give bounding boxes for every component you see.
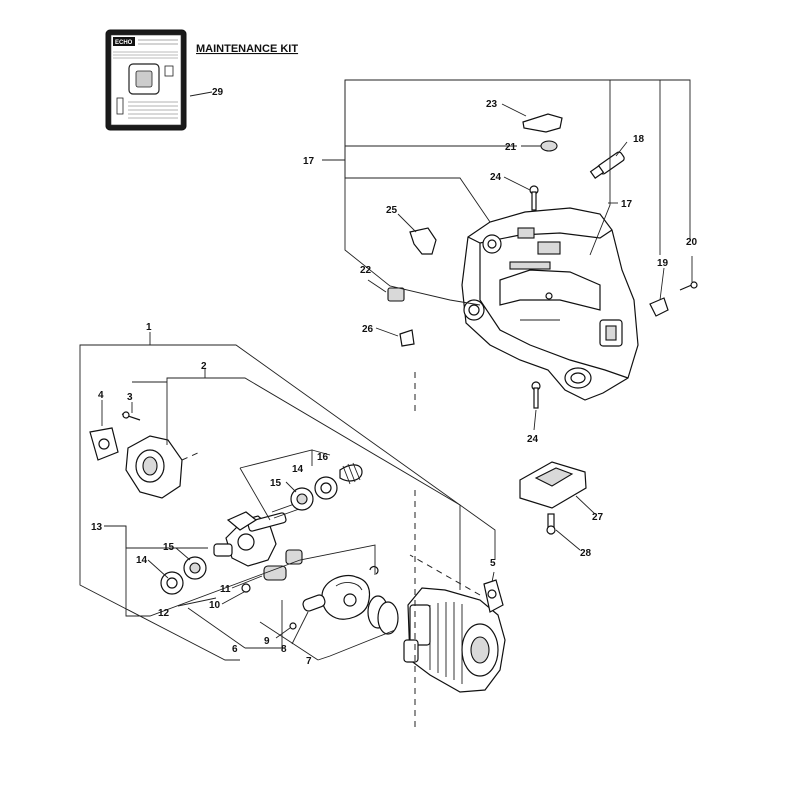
callout-11: 11: [220, 584, 231, 595]
callout-2: 2: [201, 361, 207, 372]
callout-17-right: 17: [621, 199, 633, 210]
bearing-right: [290, 487, 314, 511]
callout-25: 25: [386, 205, 398, 216]
callout-6: 6: [232, 644, 238, 655]
callout-28: 28: [580, 548, 592, 559]
piston: [321, 575, 371, 620]
callout-3: 3: [127, 392, 133, 403]
screw-24-top: [529, 185, 539, 211]
callout-18: 18: [633, 134, 645, 145]
fuel-filter-icon: [164, 65, 174, 77]
echo-logo: [113, 37, 135, 46]
echo-logo-text: ECHO: [115, 40, 133, 46]
callout-19: 19: [657, 258, 669, 269]
callout-1: 1: [146, 322, 152, 333]
callout-26: 26: [362, 324, 374, 335]
maintenance-kit-title: MAINTENANCE KIT: [196, 43, 298, 55]
callout-7: 7: [306, 656, 312, 667]
callout-13: 13: [91, 522, 103, 533]
cylinder: [403, 587, 506, 693]
clip-25: [409, 227, 437, 255]
callout-labels: 29 17 17 23 21 18 24 25 20 19 22 26 1 2 …: [91, 87, 698, 667]
piston-pin: [302, 594, 326, 612]
rubber-plug: [540, 140, 558, 152]
callout-14-left: 14: [136, 555, 148, 566]
screw-24-bottom: [531, 381, 541, 409]
callout-8: 8: [281, 644, 287, 655]
handle-mount: [519, 461, 587, 509]
thrust-washer: [241, 583, 251, 593]
callout-16: 16: [317, 452, 329, 463]
piston-ring-2: [377, 601, 399, 635]
callout-9: 9: [264, 636, 270, 647]
pad-22: [387, 287, 405, 302]
needle-bearing: [263, 565, 287, 581]
bushing-26: [399, 329, 415, 347]
callout-15-left: 15: [163, 542, 175, 553]
callout-20: 20: [686, 237, 698, 248]
crankshaft: [213, 501, 303, 567]
callout-23: 23: [486, 99, 498, 110]
callout-17-left: 17: [303, 156, 315, 167]
callout-12: 12: [158, 608, 170, 619]
callout-24-bottom: 24: [527, 434, 539, 445]
maintenance-kit-card: ECHO: [105, 29, 187, 131]
crankcase-housing: [461, 207, 639, 401]
button-cap: [522, 113, 563, 133]
callout-24-top: 24: [490, 172, 502, 183]
fitting: [589, 151, 625, 179]
callout-27: 27: [592, 512, 604, 523]
spark-plug-icon: [116, 97, 124, 115]
oil-seal-right: [314, 476, 338, 500]
intake-insulator: [125, 435, 183, 499]
alignment-lines: [181, 372, 481, 730]
callout-10: 10: [209, 600, 221, 611]
callout-15-right: 15: [270, 478, 282, 489]
spring: [339, 462, 363, 485]
circlip: [289, 622, 297, 630]
callout-21: 21: [505, 142, 517, 153]
callout-4: 4: [98, 390, 104, 401]
oil-seal-left: [160, 571, 184, 595]
handle-screw: [546, 513, 556, 535]
retainer-clip: [369, 566, 379, 575]
bearing-left: [183, 556, 207, 580]
bracket-19: [649, 297, 669, 317]
callout-22: 22: [360, 265, 372, 276]
callout-29: 29: [212, 87, 224, 98]
leader-lines: [79, 79, 693, 661]
callout-14-right: 14: [292, 464, 304, 475]
callout-5: 5: [490, 558, 496, 569]
